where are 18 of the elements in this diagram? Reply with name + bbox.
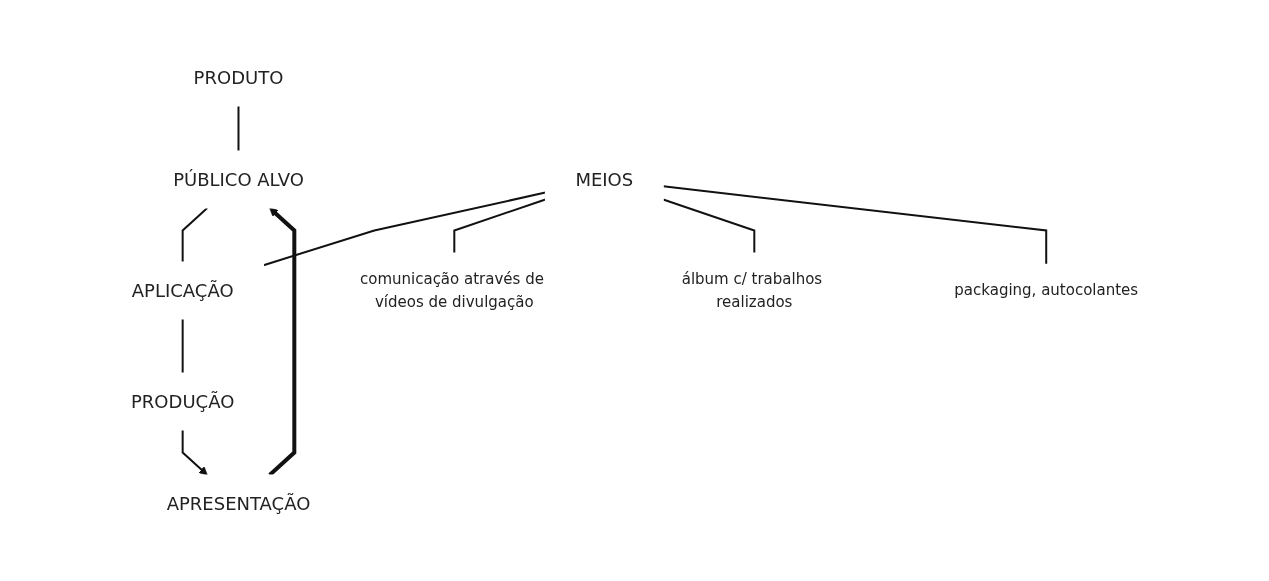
connector <box>181 318 184 374</box>
node-text: PÚBLICO ALVO <box>173 169 304 190</box>
connector <box>262 191 547 267</box>
node-text: PRODUTO <box>193 67 284 88</box>
connector <box>181 207 209 263</box>
arrow <box>181 429 208 476</box>
node-text: álbum c/ trabalhos realizados <box>681 270 823 311</box>
node-text: comunicação através de vídeos de divulgação <box>359 270 544 311</box>
connector <box>453 198 547 254</box>
node-text: APLICAÇÃO <box>131 280 234 301</box>
node-text: packaging, autocolantes <box>954 281 1139 300</box>
node-text: PRODUÇÃO <box>130 391 235 412</box>
node-text: MEIOS <box>575 169 634 190</box>
connector <box>662 198 756 254</box>
connector <box>662 185 1048 266</box>
node-text: APRESENTAÇÃO <box>166 493 311 514</box>
connector <box>237 105 240 152</box>
arrow <box>268 207 297 477</box>
